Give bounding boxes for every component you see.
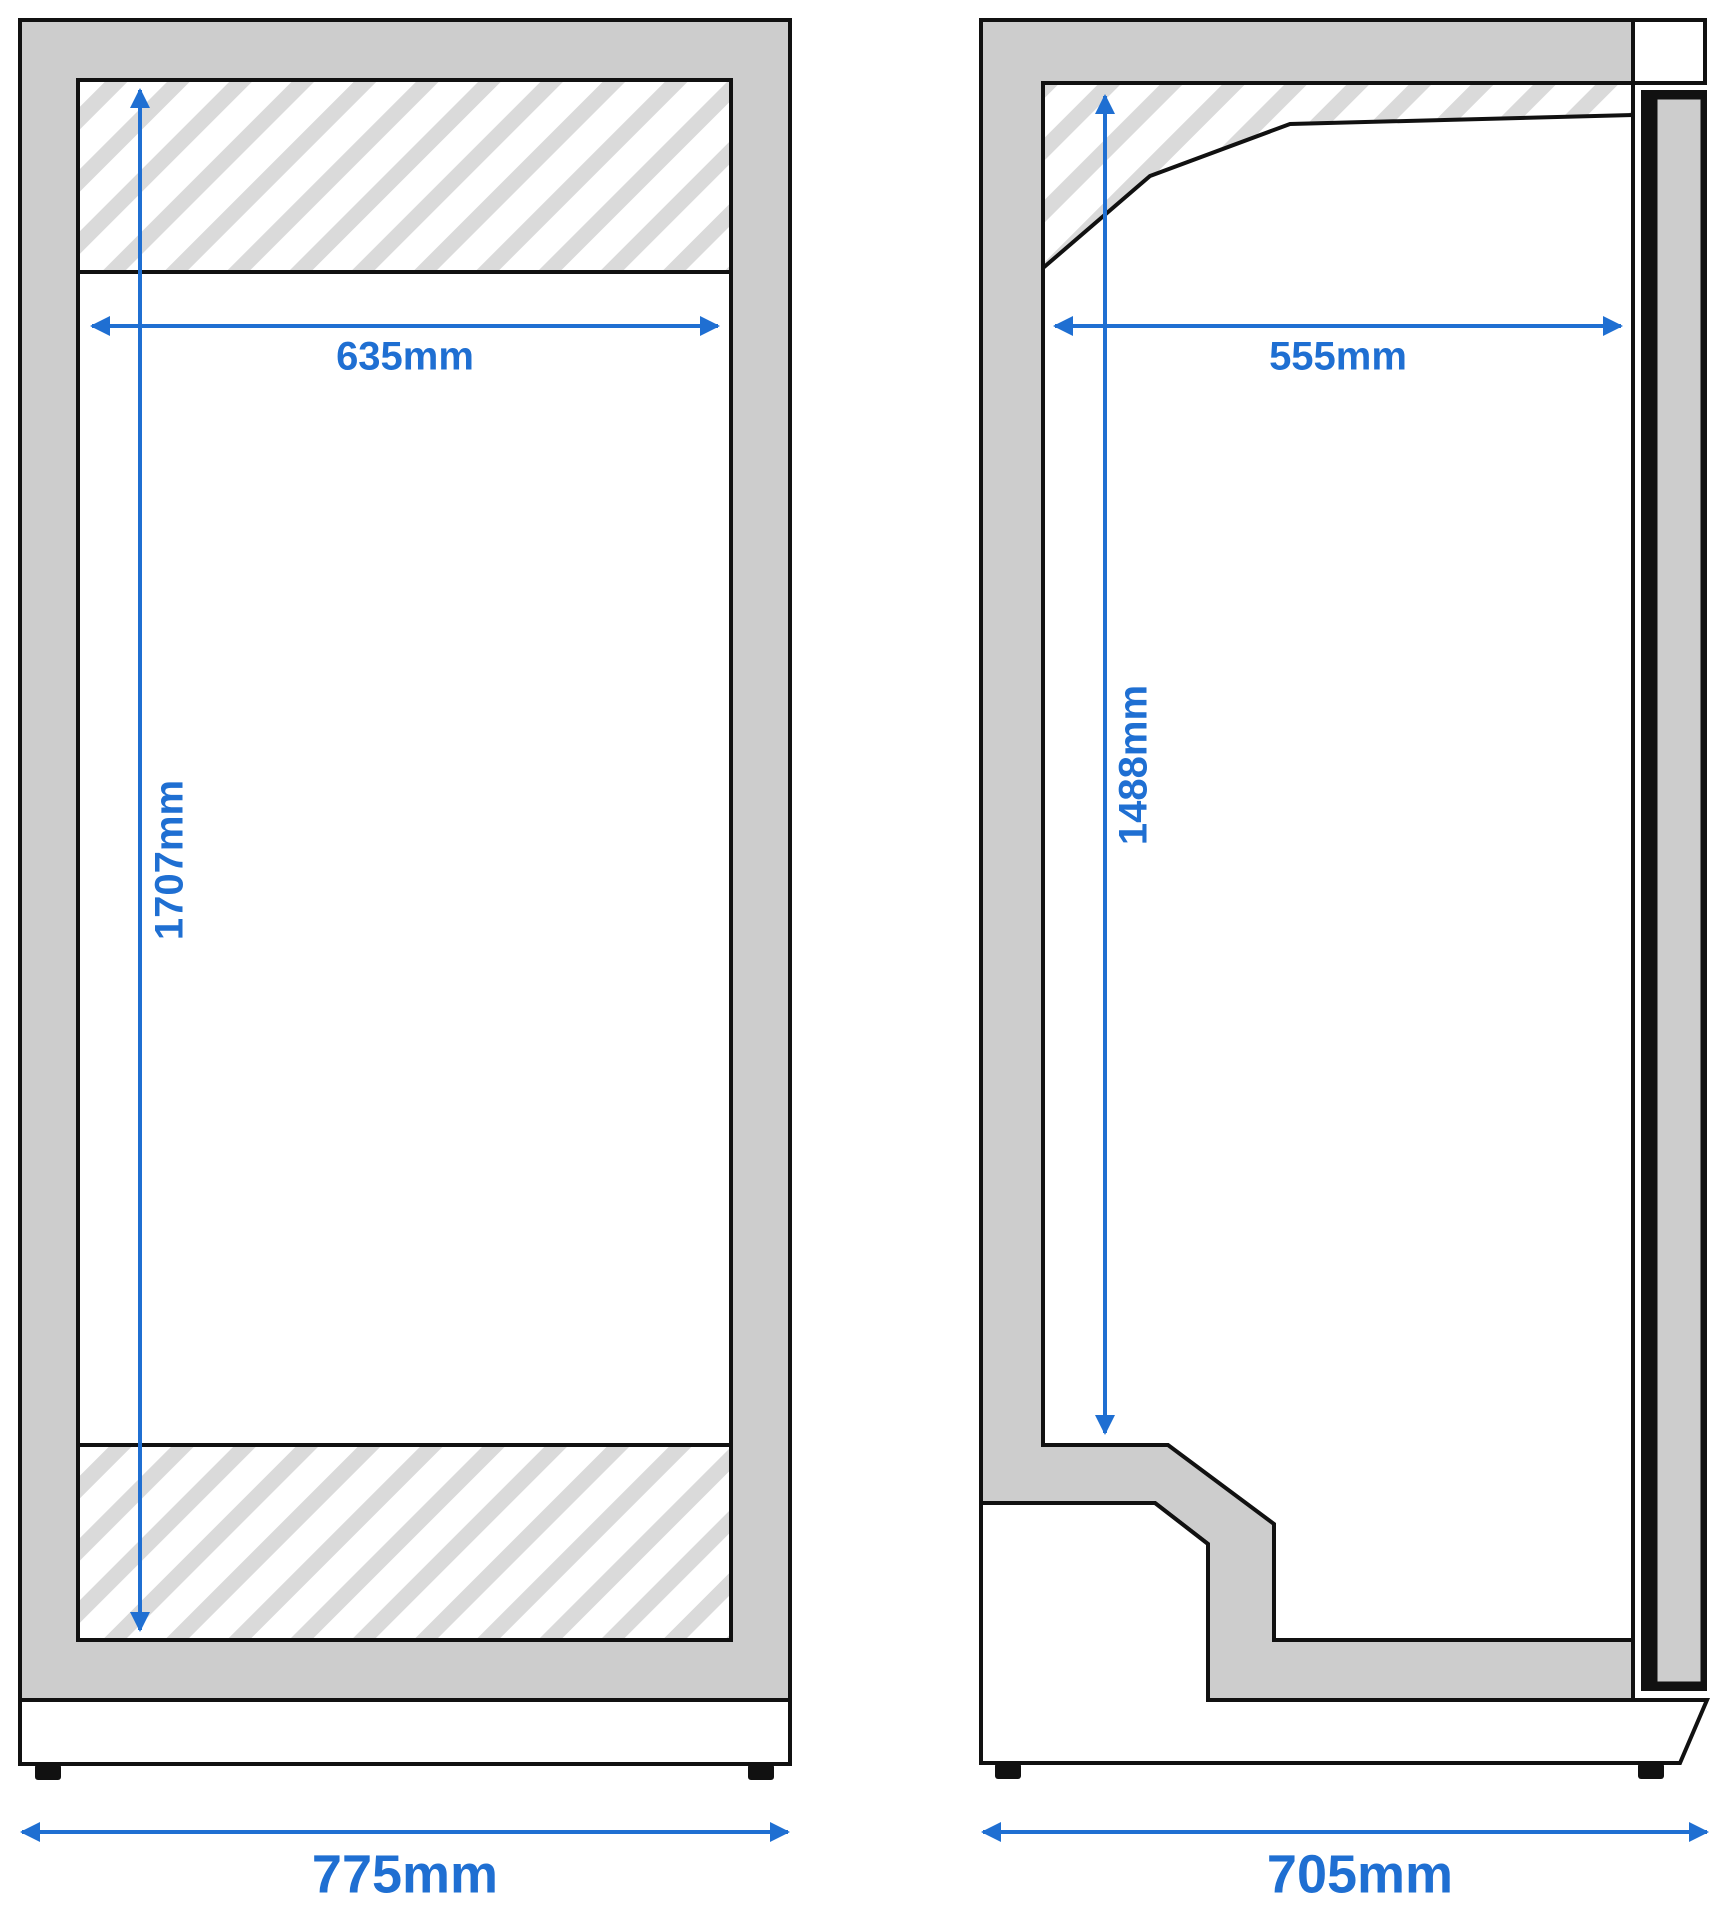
front-inner-width-label: 635mm — [336, 335, 474, 379]
front-bottom-hatched-zone — [80, 1445, 729, 1638]
side-door-top-cap — [1631, 18, 1707, 85]
front-overall-width-label: 775mm — [312, 1844, 498, 1904]
side-top-hatched-zone — [1045, 85, 1631, 266]
front-view: 1707mm 635mm 775mm — [18, 18, 792, 1904]
front-foot-right — [748, 1764, 774, 1780]
front-inner-compartment — [76, 78, 733, 1642]
front-plinth — [18, 1698, 792, 1766]
side-view: 1488mm 555mm 705mm — [979, 18, 1711, 1904]
side-door-glass — [1654, 96, 1704, 1685]
side-overall-depth-label: 705mm — [1267, 1844, 1453, 1904]
front-top-hatched-zone — [80, 82, 729, 272]
side-inner-depth-label: 555mm — [1269, 335, 1407, 379]
side-foot-right — [1638, 1763, 1664, 1779]
front-inner-height-label: 1707mm — [148, 780, 192, 940]
front-foot-left — [35, 1764, 61, 1780]
side-inner-compartment — [1041, 81, 1635, 1642]
side-inner-height-label: 1488mm — [1112, 685, 1156, 845]
side-base-block — [979, 1501, 1711, 1765]
side-foot-left — [995, 1763, 1021, 1779]
